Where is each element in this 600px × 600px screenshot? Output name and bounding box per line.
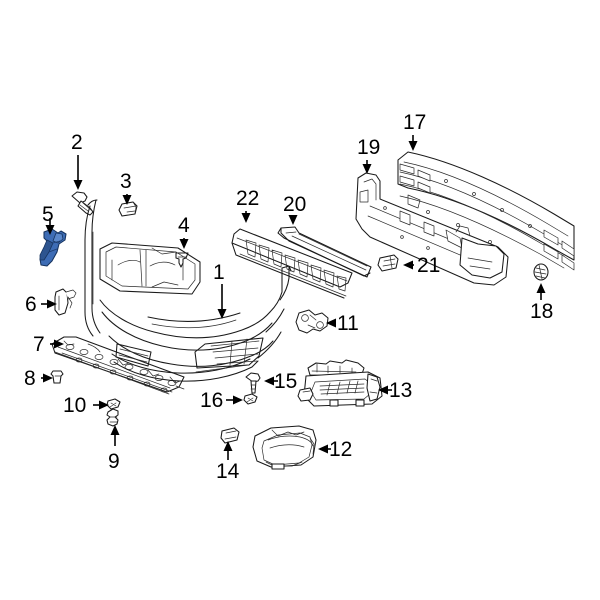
part-lower-splash-shield[interactable] — [51, 336, 185, 395]
part-retainer-clip[interactable] — [118, 201, 138, 217]
callout-label-1[interactable]: 1 — [213, 261, 225, 284]
part-fog-lamp-bezel[interactable] — [252, 425, 317, 470]
part-shield-bolt[interactable] — [106, 408, 119, 427]
callout-label-2[interactable]: 2 — [71, 131, 83, 154]
callout-label-7[interactable]: 7 — [33, 333, 45, 356]
part-bumper-impact-bar[interactable] — [397, 151, 575, 271]
callout-label-15[interactable]: 15 — [274, 370, 298, 393]
callout-leaders — [41, 135, 546, 460]
callout-label-3[interactable]: 3 — [120, 170, 132, 193]
callout-label-5[interactable]: 5 — [42, 203, 54, 226]
part-fog-lamp-screw[interactable] — [245, 372, 261, 394]
part-push-pin-clip[interactable] — [175, 252, 189, 268]
callout-label-19[interactable]: 19 — [357, 136, 381, 159]
callout-label-21[interactable]: 21 — [417, 254, 441, 277]
callout-label-10[interactable]: 10 — [63, 394, 87, 417]
part-bolt-upper[interactable] — [71, 191, 94, 216]
callout-label-11[interactable]: 11 — [337, 312, 359, 335]
callout-label-16[interactable]: 16 — [200, 389, 224, 412]
part-impact-bar-grommet[interactable] — [533, 263, 549, 281]
callout-label-17[interactable]: 17 — [403, 111, 427, 134]
part-fog-lamp-assembly[interactable] — [297, 359, 383, 407]
part-shield-nut[interactable] — [106, 398, 121, 410]
callout-label-13[interactable]: 13 — [389, 379, 413, 402]
callout-label-22[interactable]: 22 — [236, 187, 260, 210]
part-fog-lamp-nut[interactable] — [243, 393, 258, 405]
callout-label-4[interactable]: 4 — [178, 214, 190, 237]
part-shield-clip[interactable] — [50, 370, 64, 384]
part-grille-reinforcement[interactable] — [231, 228, 353, 299]
callout-label-12[interactable]: 12 — [329, 438, 353, 461]
part-bezel-clip[interactable] — [220, 427, 240, 444]
callout-label-6[interactable]: 6 — [25, 293, 37, 316]
callout-label-14[interactable]: 14 — [216, 460, 240, 483]
part-tow-hook-bracket[interactable] — [295, 309, 329, 334]
callout-label-20[interactable]: 20 — [283, 193, 307, 216]
part-front-bumper-cover[interactable] — [84, 199, 292, 382]
part-upper-reinforcement[interactable] — [277, 226, 372, 278]
part-absorber-clip[interactable] — [377, 254, 399, 272]
callout-label-18[interactable]: 18 — [530, 300, 554, 323]
callout-label-8[interactable]: 8 — [24, 367, 36, 390]
part-energy-absorber[interactable] — [355, 172, 509, 286]
part-side-retainer[interactable] — [54, 288, 77, 316]
part-bumper-cover-side-bracket[interactable] — [39, 228, 67, 267]
callout-label-9[interactable]: 9 — [108, 450, 120, 473]
